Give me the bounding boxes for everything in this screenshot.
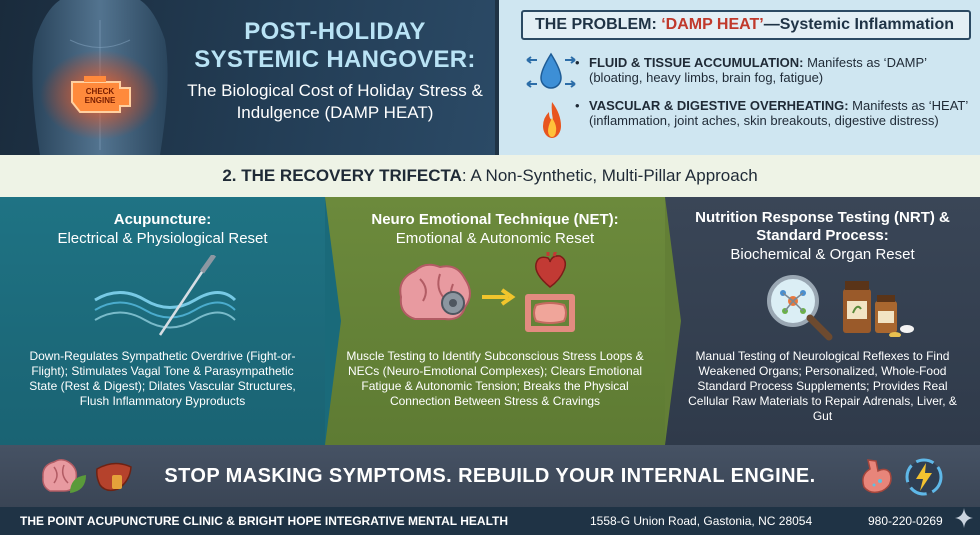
magnifier-icon bbox=[767, 275, 833, 341]
hero-panel: CHECK ENGINE POST-HOLIDAY SYSTEMIC HANGO… bbox=[0, 0, 495, 155]
check-engine-label: CHECK ENGINE bbox=[84, 87, 116, 105]
heart-icon bbox=[535, 252, 567, 288]
intestine-icon bbox=[525, 294, 575, 332]
nrt-subtitle: Biochemical & Organ Reset bbox=[730, 246, 915, 263]
cta-text: STOP MASKING SYMPTOMS. REBUILD YOUR INTE… bbox=[164, 465, 816, 487]
problem-item-damp-text: Manifests as ‘DAMP’ (bloating, heavy lim… bbox=[589, 55, 927, 85]
acupuncture-needle-icon bbox=[94, 255, 237, 336]
problem-item-heat-label: VASCULAR & DIGESTIVE OVERHEATING: bbox=[589, 98, 849, 113]
column-nrt: Nutrition Response Testing (NRT) & Stand… bbox=[665, 197, 980, 445]
trifecta-title: 2. THE RECOVERY TRIFECTA bbox=[222, 166, 462, 185]
check-engine-icon bbox=[71, 76, 131, 113]
page-subtitle: The Biological Cost of Holiday Stress & … bbox=[187, 81, 483, 122]
water-drop-icon bbox=[526, 52, 576, 89]
column-acupuncture: Acupuncture: Electrical & Physiological … bbox=[0, 197, 325, 445]
supplement-bottle-icon bbox=[843, 281, 914, 337]
trifecta-banner: 2. THE RECOVERY TRIFECTA: A Non-Syntheti… bbox=[0, 155, 980, 197]
problem-header: THE PROBLEM: ‘DAMP HEAT’—Systemic Inflam… bbox=[521, 10, 971, 40]
problem-panel: THE PROBLEM: ‘DAMP HEAT’—Systemic Inflam… bbox=[495, 0, 980, 155]
page-title: POST-HOLIDAY SYSTEMIC HANGOVER: bbox=[194, 18, 476, 73]
flow-arrow-2 bbox=[665, 197, 681, 445]
problem-item-heat: • VASCULAR & DIGESTIVE OVERHEATING: Mani… bbox=[575, 98, 968, 128]
energy-icon bbox=[905, 458, 943, 496]
nrt-title: Nutrition Response Testing (NRT) & Stand… bbox=[695, 209, 950, 244]
column-net: Neuro Emotional Technique (NET): Emotion… bbox=[325, 197, 665, 445]
problem-header-suffix: —Systemic Inflammation bbox=[763, 16, 955, 33]
acupuncture-subtitle: Electrical & Physiological Reset bbox=[57, 230, 268, 247]
problem-item-heat-text: Manifests as ‘HEAT’ (inflammation, joint… bbox=[589, 98, 968, 128]
footer: THE POINT ACUPUNCTURE CLINIC & BRIGHT HO… bbox=[0, 507, 980, 535]
sparkle-icon bbox=[955, 508, 973, 528]
trifecta-subtitle: : A Non-Synthetic, Multi-Pillar Approach bbox=[461, 166, 758, 185]
stomach-icon bbox=[862, 459, 892, 494]
net-title: Neuro Emotional Technique (NET): bbox=[371, 211, 619, 228]
liver-icon bbox=[96, 462, 132, 492]
net-body: Muscle Testing to Identify Subconscious … bbox=[346, 349, 644, 408]
arrow-right-icon bbox=[482, 288, 516, 306]
brain-icon bbox=[399, 263, 471, 321]
acupuncture-body: Down-Regulates Sympathetic Overdrive (Fi… bbox=[29, 349, 296, 408]
nrt-body: Manual Testing of Neurological Reflexes … bbox=[688, 349, 957, 423]
problem-header-highlight: ‘DAMP HEAT’ bbox=[661, 16, 764, 33]
footer-clinic-name: THE POINT ACUPUNCTURE CLINIC & BRIGHT HO… bbox=[20, 514, 508, 528]
net-subtitle: Emotional & Autonomic Reset bbox=[395, 230, 595, 247]
cta-banner: STOP MASKING SYMPTOMS. REBUILD YOUR INTE… bbox=[0, 445, 980, 507]
problem-item-damp: • FLUID & TISSUE ACCUMULATION: Manifests… bbox=[575, 55, 927, 85]
problem-item-damp-label: FLUID & TISSUE ACCUMULATION: bbox=[589, 55, 804, 70]
leaf-icon bbox=[70, 475, 86, 493]
flow-arrow-1 bbox=[325, 197, 341, 445]
footer-phone: 980-220-0269 bbox=[868, 514, 943, 528]
problem-header-prefix: THE PROBLEM: bbox=[535, 16, 662, 33]
acupuncture-title: Acupuncture: bbox=[113, 211, 212, 228]
footer-address: 1558-G Union Road, Gastonia, NC 28054 bbox=[590, 514, 813, 528]
flame-icon bbox=[543, 102, 561, 138]
